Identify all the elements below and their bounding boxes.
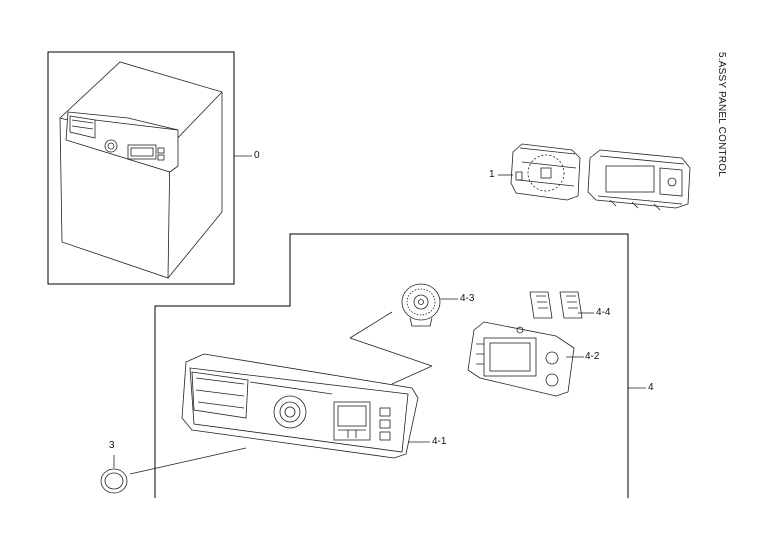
callout-1: 1 [489, 169, 495, 180]
assembly-line-c [391, 365, 433, 385]
assembly-line-b [349, 337, 433, 367]
display-pcb-illustration [467, 321, 575, 397]
washer-frame [47, 51, 235, 285]
ring-illustration [100, 468, 128, 494]
assembly-line-ring [129, 447, 247, 475]
callout-4-1: 4-1 [432, 436, 447, 447]
button-sheet-illustration [529, 291, 583, 319]
subassembly-frame [154, 233, 629, 498]
callout-3: 3 [109, 440, 115, 451]
section-title: 5.ASSY PANEL CONTROL [716, 52, 727, 177]
callout-4-4: 4-4 [596, 307, 611, 318]
washer-assembly-illustration [59, 61, 223, 279]
callout-0: 0 [254, 150, 260, 161]
callout-4: 4 [648, 382, 654, 393]
callout-4-2: 4-2 [585, 351, 600, 362]
assembly-line-a [349, 311, 393, 339]
callout-4-3: 4-3 [460, 293, 475, 304]
pcb-assembly-illustration [510, 143, 691, 211]
encoder-knob-illustration [401, 283, 441, 327]
control-panel-housing-illustration [181, 353, 419, 459]
